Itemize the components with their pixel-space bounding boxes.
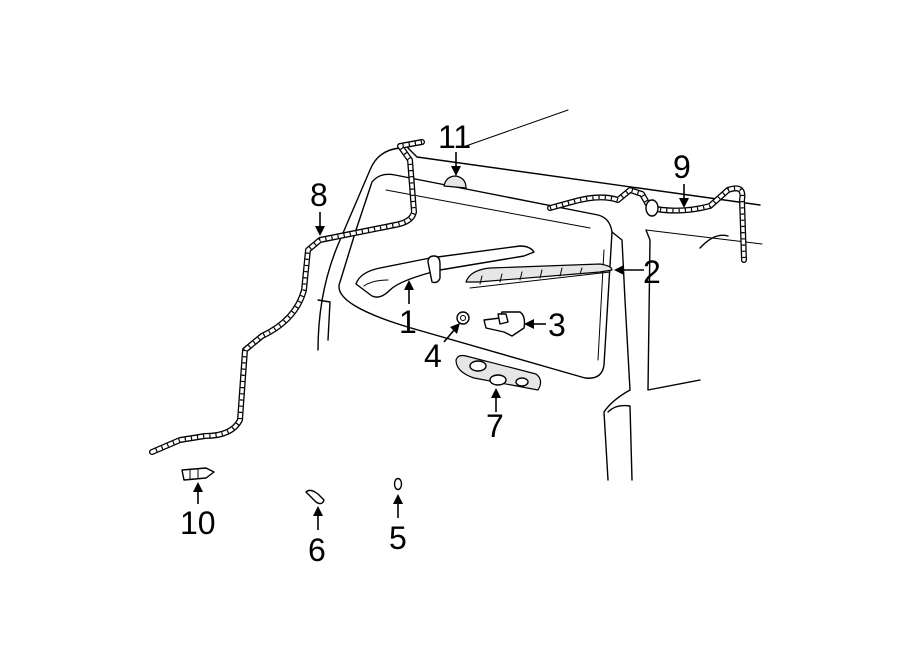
grommet xyxy=(393,477,403,491)
wiper-blade xyxy=(465,263,613,289)
callout-2: 2 xyxy=(643,254,661,290)
callout-8: 8 xyxy=(310,177,328,213)
washer-hose-left xyxy=(149,139,425,455)
callout-6: 6 xyxy=(308,532,326,568)
motor-cover xyxy=(455,354,542,391)
wiper-arm xyxy=(355,245,535,298)
callout-leaders xyxy=(193,152,689,530)
washer-nozzle xyxy=(443,175,467,189)
nut xyxy=(456,311,470,325)
callout-10: 10 xyxy=(180,505,216,541)
callout-3: 3 xyxy=(548,307,566,343)
hose-connector xyxy=(181,467,215,481)
wiper-motor xyxy=(483,311,526,337)
callout-4: 4 xyxy=(424,338,442,374)
callout-9: 9 xyxy=(673,149,691,185)
callout-labels: 1 2 3 4 5 6 7 8 9 10 11 xyxy=(180,119,691,568)
callout-7: 7 xyxy=(486,408,504,444)
vehicle-body-outline xyxy=(317,109,763,481)
callout-1: 1 xyxy=(399,304,417,340)
nozzle-clip xyxy=(305,489,325,505)
washer-hose-right xyxy=(547,185,747,263)
callout-11: 11 xyxy=(438,119,471,155)
callout-5: 5 xyxy=(389,520,407,556)
